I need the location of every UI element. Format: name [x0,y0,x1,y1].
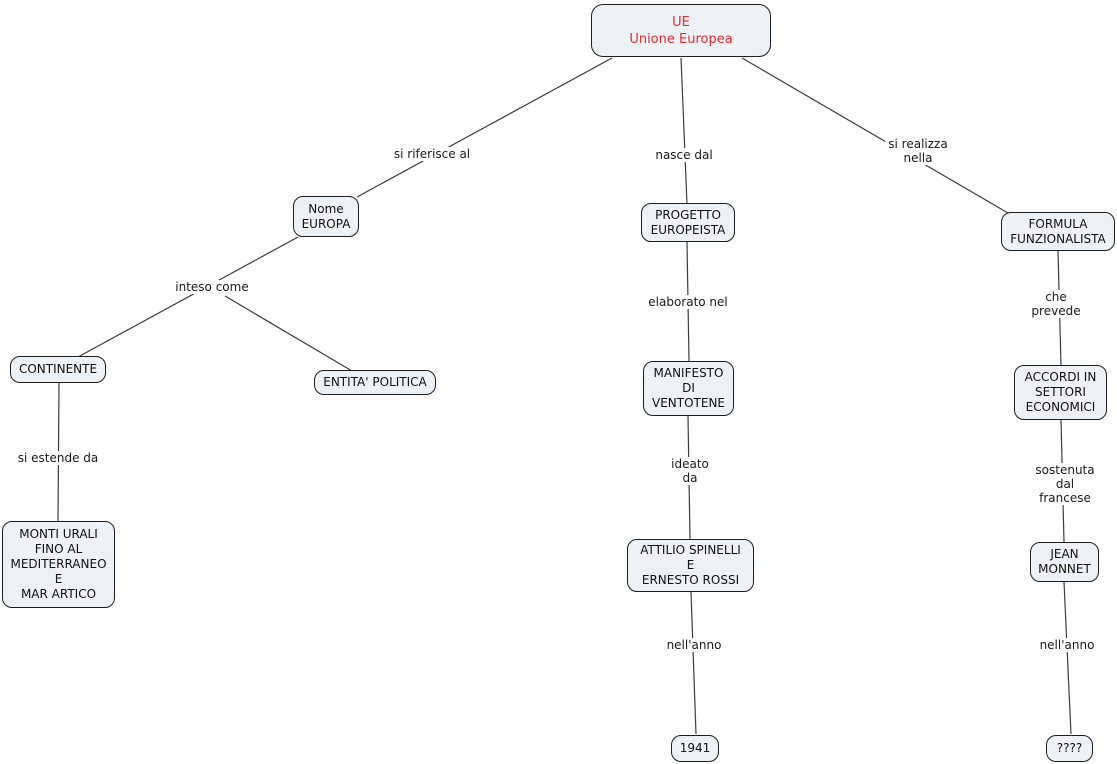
connector-line [1063,581,1072,735]
edge-label-nasce-dal[interactable]: nasce dal [652,148,716,162]
connector-line [356,57,613,198]
edge-label-si-estende-da[interactable]: si estende da [14,451,102,465]
node-progetto-europeista[interactable]: PROGETTO EUROPEISTA [641,203,735,242]
connector-line [224,295,353,372]
node-jean-monnet[interactable]: JEAN MONNET [1030,542,1099,582]
node-continente[interactable]: CONTINENTE [10,356,106,383]
node-ue[interactable]: UE Unione Europea [591,4,771,57]
node-nome-europa[interactable]: Nome EUROPA [293,196,359,237]
edge-label-nell-anno-destra[interactable]: nell'anno [1036,638,1098,652]
edge-label-nell-anno-centro[interactable]: nell'anno [663,638,725,652]
node-entita-politica[interactable]: ENTITA' POLITICA [314,370,436,395]
node-manifesto-di-ventotene[interactable]: MANIFESTO DI VENTOTENE [643,361,734,416]
edge-label-sostenuta-dal-francese[interactable]: sostenuta dal francese [1032,463,1098,505]
node-formula-funzionalista[interactable]: FORMULA FUNZIONALISTA [1001,212,1115,251]
connector-line [77,236,299,358]
edge-label-si-riferisce-al[interactable]: si riferisce al [390,147,474,161]
node-attilio-spinelli-ernesto-rossi[interactable]: ATTILIO SPINELLI E ERNESTO ROSSI [627,539,754,592]
edge-label-inteso-come[interactable]: inteso come [172,280,252,294]
node-accordi-settori-economici[interactable]: ACCORDI IN SETTORI ECONOMICI [1014,365,1107,420]
connector-line [690,591,697,735]
edge-label-si-realizza-nella[interactable]: si realizza nella [885,137,951,165]
node-monti-urali[interactable]: MONTI URALI FINO AL MEDITERRANEO E MAR A… [2,521,115,608]
edge-label-che-prevede[interactable]: che prevede [1025,290,1087,318]
edge-label-elaborato-nel[interactable]: elaborato nel [645,295,731,309]
edge-label-ideato-da[interactable]: ideato da [668,457,712,485]
node-anno-sconosciuto[interactable]: ???? [1046,735,1093,762]
node-anno-1941[interactable]: 1941 [671,735,719,762]
connector-line [680,57,688,205]
connector-line [741,57,1009,214]
